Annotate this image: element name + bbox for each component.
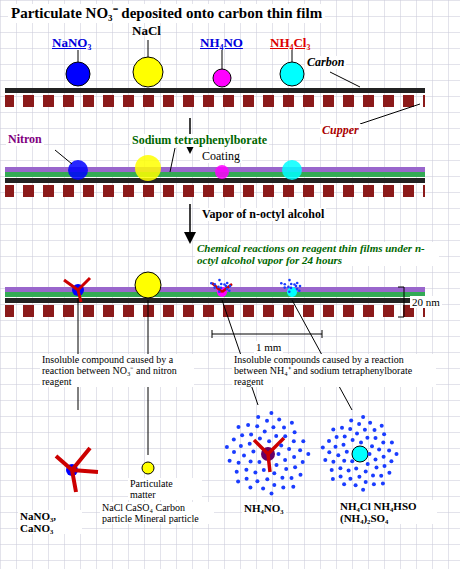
compound-label: NH₄NO bbox=[200, 36, 243, 50]
layer-label: Carbon bbox=[305, 56, 346, 69]
compound-label: NaCl bbox=[132, 24, 161, 38]
diagram-title: Particulate NO₃⁻ deposited onto carbon t… bbox=[8, 4, 325, 23]
step-label: Vapor of n-octyl alcohol bbox=[200, 208, 326, 221]
film-1 bbox=[5, 40, 425, 124]
callout-note: Particulate matter bbox=[128, 478, 202, 500]
compound-label: NH₄Cl₃ bbox=[270, 36, 310, 50]
layer-label: Cupper bbox=[320, 124, 361, 137]
callout-note: Insoluble compound caused by a reaction … bbox=[40, 354, 194, 387]
reagent-label: Sodium tetraphenylborate bbox=[130, 134, 269, 147]
dimension: 20 nm bbox=[410, 296, 442, 308]
product-icons bbox=[56, 411, 399, 495]
dimension: 1 mm bbox=[254, 341, 283, 353]
product-label: NH₄Cl NH₄HSO (NH₄)₂SO₄ bbox=[338, 500, 437, 524]
callout-note: Insoluble compounds caused by a reaction… bbox=[232, 354, 436, 387]
step-label: Coating bbox=[200, 150, 242, 163]
product-label: NaCl CaSO₄ Carbon particle Mineral parti… bbox=[100, 502, 214, 524]
film-2 bbox=[5, 118, 425, 238]
product-label: NH₄NO₃ bbox=[242, 502, 286, 514]
compound-label: NaNO₃ bbox=[52, 36, 91, 50]
reagent-label: Nitron bbox=[6, 133, 44, 146]
product-label: NaNO₃, CaNO₃ bbox=[18, 510, 82, 534]
step-note: Chemical reactions on reagent thin films… bbox=[195, 242, 439, 266]
